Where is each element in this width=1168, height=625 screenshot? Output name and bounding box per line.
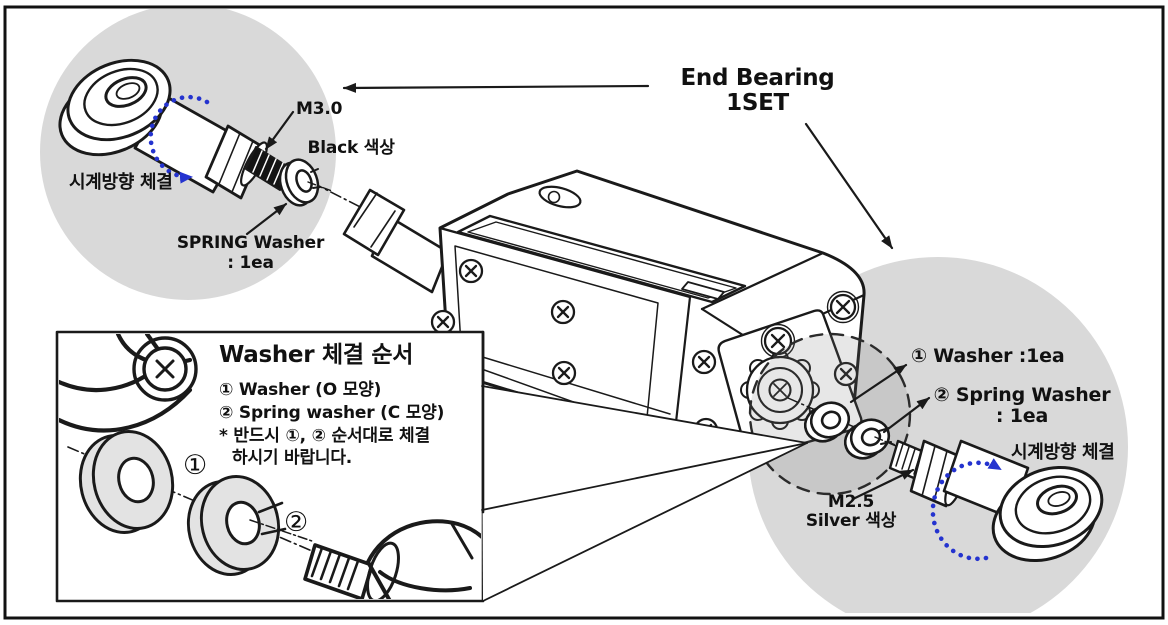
washer-label-bottom-right: ① Washer :1ea xyxy=(911,345,1065,367)
title-line1: End Bearing xyxy=(680,65,835,91)
arrow-spring-washer-tl xyxy=(245,202,288,236)
callout-tail xyxy=(481,330,808,602)
end-cap-screws xyxy=(691,290,860,443)
bolt-spec-top-left: M3.0 Black 색상 xyxy=(296,99,395,159)
arrow-spring-washer-br xyxy=(882,396,931,434)
bolt-spec-bottom-right: M2.5 Silver 색상 xyxy=(796,492,906,532)
title-line2: 1SET xyxy=(726,90,789,117)
bolt-size-m30: M3.0 xyxy=(296,99,343,119)
washer-plain xyxy=(803,401,851,443)
instruction-line-2: ② Spring washer (C 모양) xyxy=(219,403,445,423)
washers-bottom-right xyxy=(787,397,1104,563)
page-border xyxy=(3,5,1165,620)
spring-washer-top-left xyxy=(278,158,333,207)
callout-arrows xyxy=(245,82,931,501)
figure-bolt xyxy=(303,519,481,599)
spring-washer-line2-br: : 1ea xyxy=(995,405,1049,428)
instruction-box-title: Washer 체결 순서 xyxy=(219,342,414,368)
end-bearing-title: End Bearing 1SET xyxy=(650,65,865,117)
rod-end-bearing-top-left xyxy=(58,58,379,217)
figure-label-spring-washer: ② xyxy=(284,507,309,538)
arrow-to-left-bearing xyxy=(342,82,650,93)
figure-label-washer: ① xyxy=(183,450,208,481)
spring-washer-line1-br: ② Spring Washer xyxy=(933,384,1111,406)
spring-washer-label-top-left: SPRING Washer : 1ea xyxy=(158,233,343,273)
bolt-color-black: Black 색상 xyxy=(307,138,395,159)
spring-washer-line1-tl: SPRING Washer xyxy=(176,233,325,253)
bolt-color-silver: Silver 색상 xyxy=(805,511,897,532)
instruction-line-4: 하시기 바랍니다. xyxy=(232,448,353,468)
spring-washer-line2-tl: : 1ea xyxy=(227,252,274,273)
rod-end-bearing-bottom-right xyxy=(888,439,1104,563)
clockwise-label-top-left: 시계방향 체결 xyxy=(69,172,173,193)
clockwise-label-bottom-right: 시계방향 체결 xyxy=(1011,442,1115,463)
arrow-washer-br xyxy=(849,363,908,404)
arrow-m25-to-stud xyxy=(851,468,915,501)
instruction-line-1: ① Washer (O 모양) xyxy=(219,380,382,400)
magnified-horn-fragment xyxy=(59,334,198,433)
instruction-line-3: * 반드시 ①, ② 순서대로 체결 xyxy=(219,426,430,446)
top-slot xyxy=(456,214,747,304)
arrow-m30-to-stud xyxy=(264,110,295,151)
figure-washer-plain xyxy=(78,430,175,534)
arrow-to-right-bearing xyxy=(804,122,894,250)
bearing-horn xyxy=(740,350,820,430)
instruction-box xyxy=(55,330,808,603)
clockwise-arrow-bottom-right xyxy=(930,458,1003,562)
bolt-size-m25: M2.5 xyxy=(827,492,875,512)
spring-washer-label-bottom-right: ② Spring Washer : 1ea xyxy=(933,384,1111,428)
figure-washer-spring xyxy=(186,474,313,577)
actuator-shaft xyxy=(342,188,450,294)
washer-spring xyxy=(843,418,904,460)
